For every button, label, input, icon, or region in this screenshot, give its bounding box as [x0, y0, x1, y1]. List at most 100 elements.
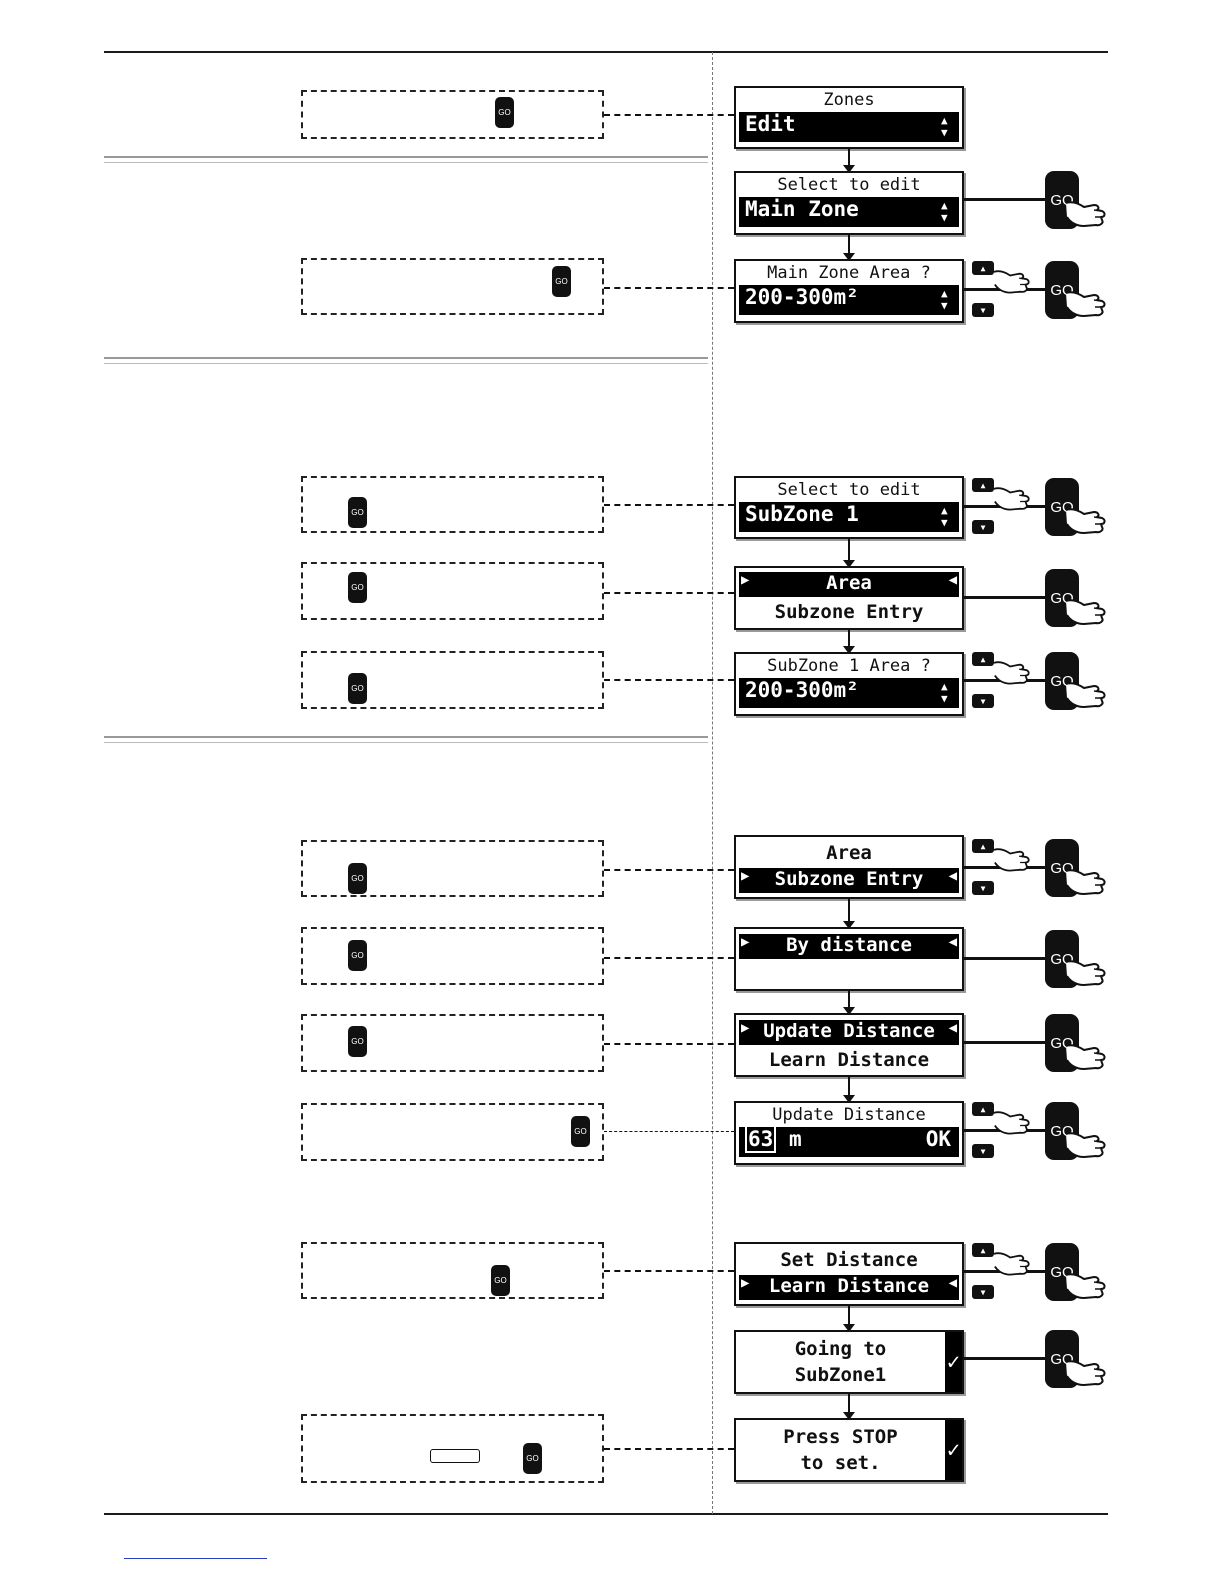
- lcd-selected-item: ▶Subzone Entry◀: [739, 868, 959, 893]
- go-button-icon: GO: [348, 673, 367, 704]
- pointing-hand-icon: [1064, 954, 1108, 988]
- lcd-title: Update Distance: [772, 1105, 926, 1125]
- instruction-box: [301, 562, 604, 620]
- lcd-select-main: Select to edit Main Zone: [734, 171, 964, 235]
- up-down-arrows-icon: [941, 681, 953, 705]
- flow-arrow: [843, 235, 855, 261]
- instruction-box: [301, 90, 604, 139]
- dashed-connector: [604, 1043, 734, 1045]
- instruction-box: [301, 927, 604, 985]
- section-divider: [104, 736, 708, 743]
- lcd-sub-area: SubZone 1 Area ? 200-300m²: [734, 652, 964, 716]
- go-button-icon: GO: [348, 1026, 367, 1057]
- key-connector-line: [964, 1041, 1046, 1044]
- down-arrow-icon: ▼: [972, 1144, 994, 1158]
- instruction-box: [301, 1014, 604, 1072]
- flow-arrow: [843, 1306, 855, 1332]
- instruction-box: [301, 651, 604, 709]
- lcd-update-distance: Update Distance 63 m OK: [734, 1101, 964, 1165]
- key-connector-line: [964, 596, 1046, 599]
- pointing-hand-icon: [1064, 863, 1108, 897]
- up-arrow-icon: ▲: [972, 1243, 994, 1257]
- go-button-icon: GO: [348, 572, 367, 603]
- checkmark-icon: ✓: [945, 1420, 962, 1480]
- down-arrow-icon: ▼: [972, 694, 994, 708]
- pointing-hand-icon: [1064, 1126, 1108, 1160]
- dashed-connector: [604, 114, 734, 116]
- flow-arrow: [843, 899, 855, 929]
- lcd-by-distance: ▶By distance◀: [734, 927, 964, 991]
- go-button-icon: GO: [523, 1443, 542, 1474]
- pointing-hand-icon: [992, 1106, 1032, 1137]
- lcd-value: Edit: [739, 112, 959, 142]
- lcd-item: Area: [826, 842, 872, 864]
- lcd-value: 200-300m²: [739, 285, 959, 315]
- lcd-title: SubZone 1 Area ?: [767, 656, 931, 676]
- up-down-arrows-icon: [941, 288, 953, 312]
- lcd-title: Zones: [823, 90, 875, 110]
- down-arrow-icon: ▼: [972, 520, 994, 534]
- go-button-icon: GO: [552, 266, 571, 297]
- lcd-line: to set.: [800, 1452, 881, 1474]
- ok-label: OK: [925, 1127, 951, 1151]
- go-button-icon: GO: [495, 97, 514, 128]
- go-button-icon: GO: [348, 863, 367, 894]
- flow-arrow: [843, 630, 855, 654]
- flow-arrow: [843, 149, 855, 173]
- distance-value: 63: [745, 1125, 777, 1153]
- lcd-line: Press STOP: [783, 1426, 898, 1448]
- pointing-hand-icon: [1064, 1038, 1108, 1072]
- instruction-box: [301, 1414, 604, 1483]
- lcd-selected-item: ▶Learn Distance◀: [739, 1275, 959, 1300]
- lcd-item: Subzone Entry: [774, 601, 924, 623]
- go-button-icon: GO: [348, 497, 367, 528]
- dashed-connector: [604, 1448, 734, 1450]
- dashed-connector: [604, 504, 734, 506]
- lcd-selected-item: ▶By distance◀: [739, 934, 959, 959]
- key-connector-line: [964, 198, 1046, 201]
- lcd-learn-menu: Set Distance ▶Learn Distance◀: [734, 1242, 964, 1306]
- lcd-value: Main Zone: [739, 197, 959, 227]
- go-button-icon: GO: [491, 1265, 510, 1296]
- up-arrow-icon: ▲: [972, 652, 994, 666]
- up-arrow-icon: ▲: [972, 839, 994, 853]
- pointing-hand-icon: [1064, 676, 1108, 710]
- flow-arrow: [843, 991, 855, 1015]
- lcd-select-sub: Select to edit SubZone 1: [734, 476, 964, 539]
- flow-arrow: [843, 1394, 855, 1420]
- pointing-hand-icon: [1064, 285, 1108, 319]
- down-arrow-icon: ▼: [972, 303, 994, 317]
- flow-arrow: [843, 539, 855, 568]
- pointing-hand-icon: [992, 656, 1032, 687]
- dashed-connector: [604, 957, 734, 959]
- lcd-main-area: Main Zone Area ? 200-300m²: [734, 259, 964, 323]
- footer-link-line: [124, 1558, 267, 1559]
- column-divider: [712, 52, 713, 1514]
- up-down-arrows-icon: [941, 115, 953, 139]
- pointing-hand-icon: [1064, 1354, 1108, 1388]
- pointing-hand-icon: [992, 482, 1032, 513]
- lcd-item: Set Distance: [780, 1249, 918, 1271]
- up-arrow-icon: ▲: [972, 261, 994, 275]
- up-arrow-icon: ▲: [972, 1102, 994, 1116]
- pointing-hand-icon: [1064, 502, 1108, 536]
- lcd-title: Select to edit: [777, 175, 921, 195]
- dashed-connector: [604, 679, 734, 681]
- lcd-value: 63 m OK: [739, 1125, 959, 1157]
- key-connector-line: [964, 1357, 1046, 1360]
- lcd-area-menu: ▶Area◀ Subzone Entry: [734, 566, 964, 630]
- dashed-connector: [604, 592, 734, 594]
- lcd-title: Select to edit: [777, 480, 921, 500]
- stop-key-icon: [430, 1449, 480, 1463]
- bottom-rule: [104, 1513, 1108, 1515]
- instruction-box: [301, 1103, 604, 1161]
- up-arrow-icon: ▲: [972, 478, 994, 492]
- instruction-box: [301, 476, 604, 533]
- pointing-hand-icon: [1064, 1267, 1108, 1301]
- key-connector-line: [964, 957, 1046, 960]
- go-button-icon: GO: [571, 1116, 590, 1147]
- flow-arrow: [843, 1077, 855, 1103]
- pointing-hand-icon: [992, 265, 1032, 296]
- lcd-value: SubZone 1: [739, 502, 959, 532]
- distance-unit: m: [788, 1127, 802, 1151]
